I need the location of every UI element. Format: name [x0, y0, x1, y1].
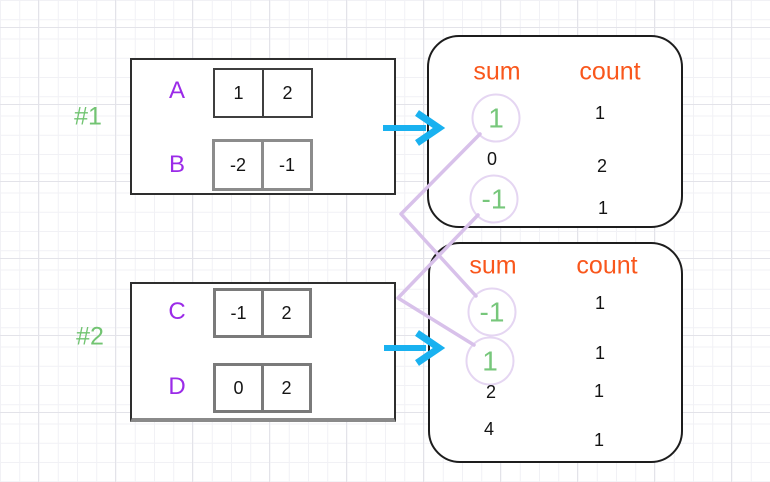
circled-sum: -1 — [467, 287, 517, 337]
array-cell: -2 — [212, 139, 264, 191]
array-d-label: D — [168, 373, 186, 400]
array-cell: 0 — [213, 363, 264, 413]
sum-value: 2 — [485, 382, 497, 402]
cell-value: 1 — [233, 82, 244, 103]
cell-value: -1 — [278, 154, 295, 175]
count-value: 2 — [596, 156, 608, 176]
count-value: 1 — [594, 103, 606, 123]
example-2-label: #2 — [76, 322, 104, 351]
count-value: 1 — [593, 381, 605, 401]
sum-value: 1 — [482, 345, 498, 376]
array-cell: -1 — [261, 139, 313, 191]
example-1-result-table — [427, 35, 683, 228]
sum-value: -1 — [481, 183, 507, 214]
array-c-label: C — [168, 298, 186, 325]
sum-column-header: sum — [473, 57, 521, 86]
cell-value: -1 — [230, 302, 247, 323]
sum-value: 4 — [483, 419, 495, 439]
circled-sum: 1 — [465, 336, 515, 386]
sum-value: -1 — [479, 296, 505, 327]
count-value: 1 — [594, 343, 606, 363]
cell-value: 0 — [233, 377, 244, 398]
array-b-label: B — [168, 151, 186, 178]
circled-sum: -1 — [469, 174, 519, 224]
count-value: 1 — [597, 198, 609, 218]
cell-value: 2 — [281, 377, 292, 398]
array-cell: -1 — [213, 288, 264, 338]
example-1-label: #1 — [74, 102, 102, 131]
cell-value: 2 — [281, 302, 292, 323]
count-column-header: count — [579, 57, 641, 86]
sum-column-header: sum — [469, 251, 517, 280]
count-value: 1 — [593, 430, 605, 450]
count-column-header: count — [576, 251, 638, 280]
array-c-cells: -1 2 — [213, 288, 312, 338]
circled-sum: 1 — [471, 93, 521, 143]
array-cell: 2 — [261, 363, 312, 413]
sum-value: 1 — [488, 102, 504, 133]
sum-value: 0 — [486, 149, 498, 169]
cell-value: -2 — [229, 154, 246, 175]
count-value: 1 — [594, 293, 606, 313]
array-a-label: A — [168, 77, 186, 104]
array-b-cells: -2 -1 — [212, 139, 313, 191]
array-d-cells: 0 2 — [213, 363, 312, 413]
array-cell: 1 — [213, 68, 264, 118]
array-cell: 2 — [261, 288, 312, 338]
cell-value: 2 — [282, 82, 293, 103]
array-cell: 2 — [262, 68, 313, 118]
array-a-cells: 1 2 — [213, 68, 313, 118]
